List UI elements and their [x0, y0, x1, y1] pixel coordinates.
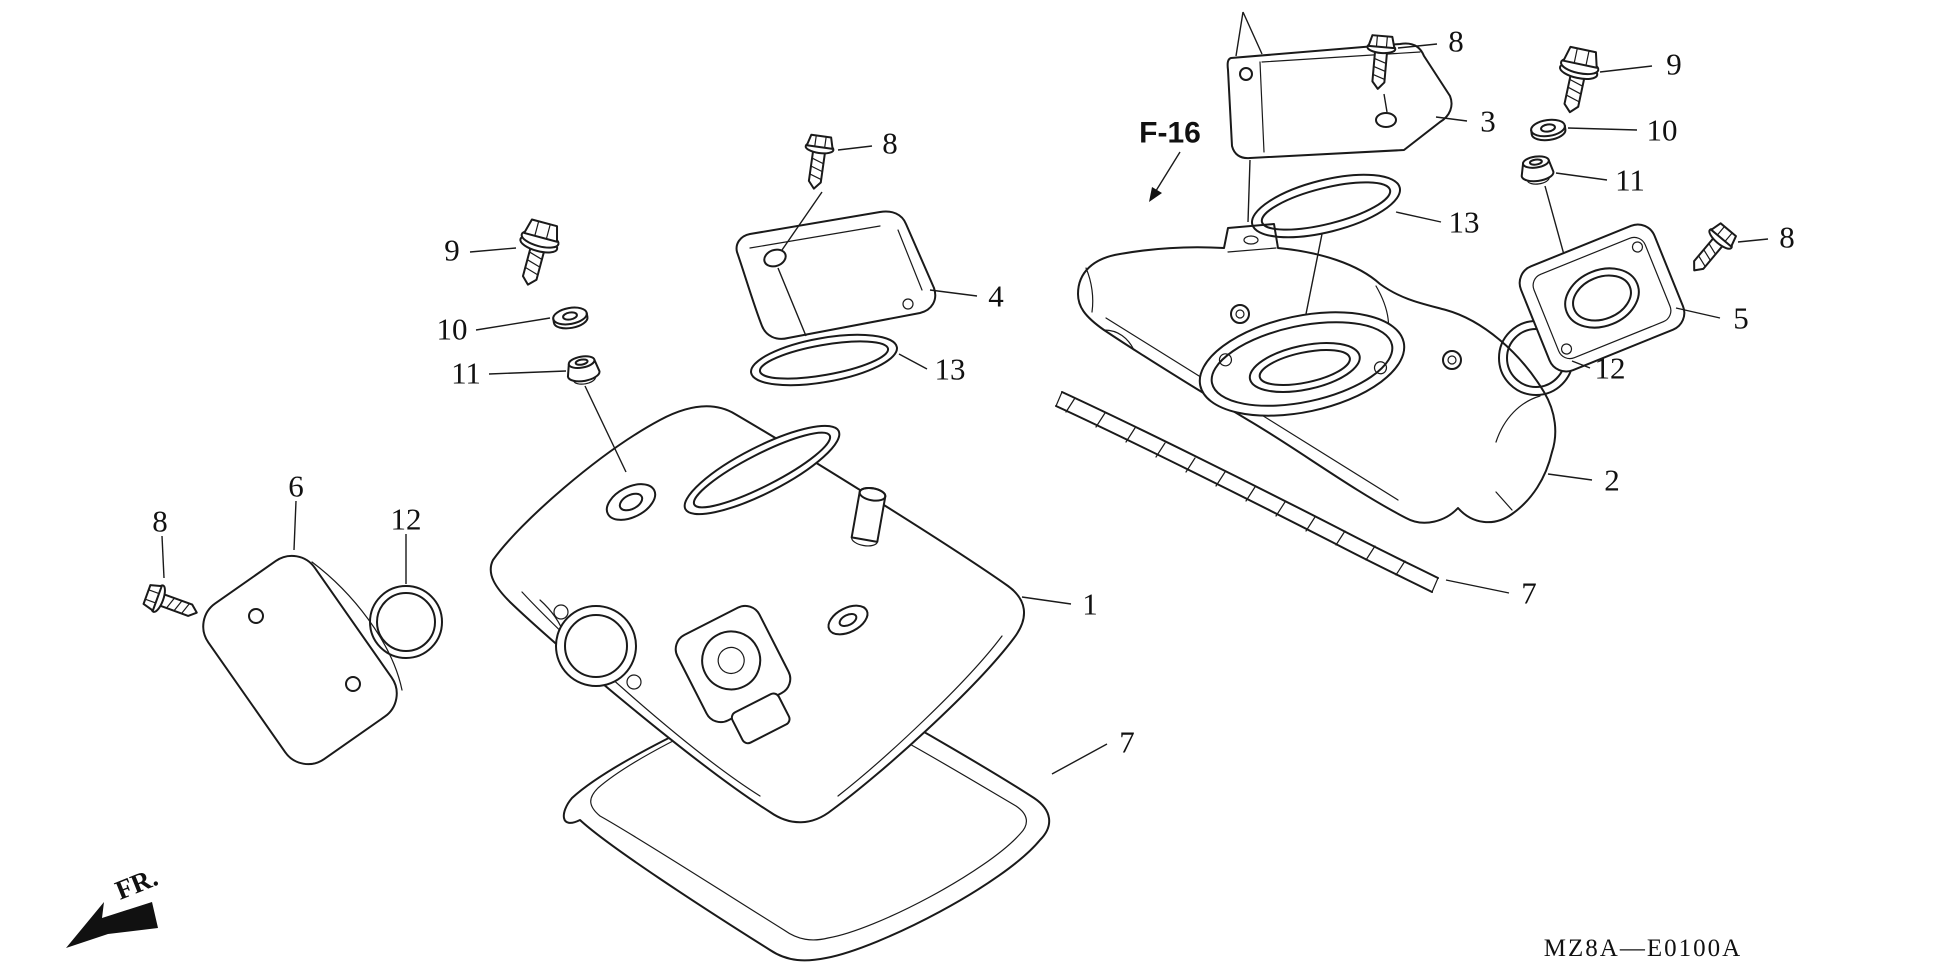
svg-text:4: 4 [988, 279, 1004, 314]
svg-text:11: 11 [1615, 163, 1645, 198]
callouts: 8 9 10 11 4 13 6 8 [152, 24, 1795, 775]
callout-8-side-cover-bolt: 8 [152, 504, 168, 579]
front-direction-marker: FR. [66, 862, 162, 948]
callout-9-right: 9 [1599, 47, 1682, 82]
callout-8-breather-bolt-left: 8 [837, 126, 898, 161]
callout-1: 1 [1021, 587, 1098, 622]
callout-2: 2 [1547, 463, 1620, 498]
svg-text:7: 7 [1119, 725, 1135, 760]
part-9-flange-bolt-right [1550, 44, 1603, 118]
svg-text:12: 12 [1595, 351, 1626, 386]
figure-reference-label: F-16 [1139, 117, 1201, 150]
svg-text:9: 9 [1666, 47, 1682, 82]
diagram-code: MZ8A—E0100A [1544, 935, 1742, 962]
svg-text:13: 13 [935, 352, 966, 387]
svg-text:9: 9 [444, 233, 460, 268]
callout-13-right: 13 [1395, 205, 1480, 240]
breather-pipe [850, 486, 887, 547]
part-1-cylinder-head-cover-front [489, 405, 1026, 824]
svg-text:8: 8 [152, 504, 168, 539]
svg-text:2: 2 [1604, 463, 1620, 498]
cover-oval-opening [683, 424, 841, 516]
callout-8-breather-plate-bolt: 8 [1397, 24, 1464, 59]
svg-text:8: 8 [1448, 24, 1464, 59]
alignment-line [1247, 159, 1251, 223]
part-8-bolt-breather-cover [798, 133, 837, 192]
cover-bolt-boss-left [1230, 304, 1250, 324]
callout-11-left: 11 [451, 356, 567, 391]
callout-11-right: 11 [1555, 163, 1645, 198]
part-13-gasket-left [750, 333, 898, 387]
cam-end-opening [553, 604, 642, 690]
svg-text:1: 1 [1082, 587, 1098, 622]
alignment-line [1305, 233, 1323, 315]
spark-plug-tower [674, 604, 792, 745]
svg-text:12: 12 [391, 502, 422, 537]
alignment-line [781, 191, 823, 251]
cover-bolt-boss-left [605, 483, 657, 521]
part-11-grommet-left [563, 352, 603, 388]
svg-text:8: 8 [882, 126, 898, 161]
part-11-grommet-right [1518, 153, 1556, 188]
callout-12-right: 12 [1571, 351, 1626, 386]
callout-4: 4 [929, 279, 1004, 314]
part-8-bolt-side-cover [141, 580, 203, 627]
part-12-o-ring-left [369, 585, 443, 659]
part-5-end-plate [1518, 223, 1686, 373]
cover-oval-rim [1198, 311, 1406, 417]
part-3-breather-plate [1226, 11, 1453, 160]
alignment-line [1383, 93, 1388, 113]
callout-9-left: 9 [444, 233, 517, 268]
part-6-side-cover [202, 554, 403, 766]
alignment-line [584, 385, 627, 473]
svg-text:10: 10 [1647, 113, 1678, 148]
svg-text:3: 3 [1480, 104, 1496, 139]
callout-6: 6 [288, 469, 304, 551]
alignment-line [777, 267, 807, 337]
part-13-gasket-right [1250, 173, 1402, 239]
callout-7-front-gasket: 7 [1051, 725, 1135, 775]
callout-10-left: 10 [437, 312, 551, 347]
callout-13-left: 13 [898, 352, 966, 387]
figure-reference: F-16 [1139, 117, 1201, 202]
part-9-flange-bolt-left [508, 216, 564, 291]
callout-10-right: 10 [1567, 113, 1678, 148]
part-7-gasket-rear [1055, 391, 1439, 593]
callout-8-end-plate-bolt: 8 [1737, 220, 1795, 255]
svg-text:7: 7 [1521, 576, 1537, 611]
front-direction-label: FR. [111, 862, 162, 906]
front-arrow-icon [66, 902, 158, 948]
part-8-bolt-end-plate [1682, 219, 1741, 281]
svg-text:10: 10 [437, 312, 468, 347]
cover-bolt-boss-right [827, 604, 869, 636]
figure-reference-arrow-line [1153, 151, 1181, 195]
svg-text:6: 6 [288, 469, 304, 504]
front-head-cover-assembly [141, 133, 1050, 962]
part-10-washer-right [1529, 116, 1568, 144]
part-10-washer-left [550, 304, 590, 332]
figure-reference-arrowhead-icon [1149, 187, 1162, 202]
callout-7-rear-gasket: 7 [1445, 576, 1537, 611]
svg-text:5: 5 [1733, 301, 1749, 336]
svg-text:8: 8 [1779, 220, 1795, 255]
part-2-cylinder-head-cover-rear [1077, 223, 1557, 524]
callout-12-left: 12 [391, 502, 422, 584]
callout-3: 3 [1435, 104, 1496, 139]
part-4-breather-cover [735, 210, 937, 340]
svg-text:13: 13 [1449, 205, 1480, 240]
alignment-line [1544, 185, 1567, 263]
svg-text:11: 11 [451, 356, 481, 391]
rear-head-cover-assembly [1055, 11, 1741, 593]
cover-bolt-boss-right [1442, 350, 1462, 370]
callout-5: 5 [1675, 301, 1749, 336]
